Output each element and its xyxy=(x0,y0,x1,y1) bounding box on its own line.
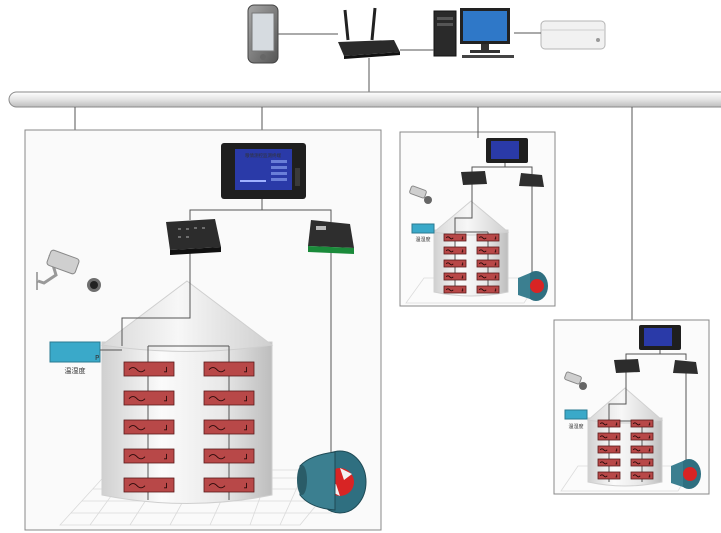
data-collector-module-icon xyxy=(461,171,487,185)
temperature-sensor xyxy=(630,445,654,454)
temperature-sensor xyxy=(597,419,621,428)
display-label: 温湿度 xyxy=(65,366,86,375)
io-control-module-icon xyxy=(308,220,354,254)
display-tag: P xyxy=(95,354,99,362)
data-collector-module-icon xyxy=(166,219,221,255)
display-label: 温湿度 xyxy=(415,236,430,243)
sensor-wave-symbol xyxy=(128,366,167,373)
io-control-module-icon xyxy=(673,360,698,374)
surveillance-camera-icon xyxy=(37,249,101,292)
ventilation-fan-icon xyxy=(297,450,367,514)
sensor-wave-symbol xyxy=(632,474,651,478)
temperature-sensor xyxy=(597,458,621,467)
temperature-sensor xyxy=(476,233,500,242)
temperature-sensor xyxy=(476,246,500,255)
sensor-wave-symbol xyxy=(632,435,651,439)
sensor-wave-symbol xyxy=(632,422,651,426)
io-control-module-icon xyxy=(519,173,544,187)
temperature-sensor xyxy=(443,285,467,294)
surveillance-camera-icon xyxy=(409,185,432,204)
temperature-sensor-grid xyxy=(597,419,654,480)
sensor-wave-symbol xyxy=(208,395,247,402)
temperature-sensor xyxy=(203,419,255,435)
temperature-sensor-grid xyxy=(123,361,255,493)
temperature-sensor xyxy=(630,419,654,428)
sensor-wave-symbol xyxy=(478,275,497,279)
sensor-wave-symbol xyxy=(632,448,651,452)
temperature-sensor xyxy=(123,448,175,464)
temperature-sensor xyxy=(597,432,621,441)
temperature-humidity-display xyxy=(564,409,588,420)
sensor-wave-symbol xyxy=(128,395,167,402)
temperature-sensor xyxy=(597,445,621,454)
temperature-sensor xyxy=(630,471,654,480)
mini-server-icon xyxy=(540,20,606,50)
controller-terminal-icon xyxy=(486,138,528,163)
small-monitoring-unit-1: 温湿度 xyxy=(399,107,556,307)
sensor-wave-symbol xyxy=(445,249,464,253)
controller-terminal-icon: 粮情测控监测终端 xyxy=(221,143,306,199)
temperature-sensor xyxy=(123,477,175,493)
temperature-sensor xyxy=(203,448,255,464)
sensor-wave-symbol xyxy=(128,453,167,460)
silo-roof xyxy=(586,387,664,424)
temperature-sensor xyxy=(443,233,467,242)
ventilation-fan-icon xyxy=(671,459,701,489)
controller-terminal-icon xyxy=(639,325,681,350)
sensor-wave-symbol xyxy=(478,288,497,292)
temperature-sensor xyxy=(123,390,175,406)
temperature-sensor xyxy=(476,259,500,268)
sensor-wave-symbol xyxy=(599,422,618,426)
temperature-sensor xyxy=(123,419,175,435)
sensor-wave-symbol xyxy=(478,249,497,253)
sensor-wave-symbol xyxy=(478,262,497,266)
temperature-sensor xyxy=(203,477,255,493)
temperature-sensor xyxy=(630,432,654,441)
mobile-phone-icon xyxy=(247,4,279,64)
data-collector-module-icon xyxy=(614,359,640,373)
display-label: 温湿度 xyxy=(568,423,583,430)
ventilation-fan-icon xyxy=(518,271,548,301)
sensor-wave-symbol xyxy=(445,262,464,266)
temperature-sensor xyxy=(123,361,175,377)
device-links xyxy=(278,32,541,92)
temperature-sensor xyxy=(630,458,654,467)
sensor-wave-symbol xyxy=(599,461,618,465)
small-monitoring-unit-2: 温湿度 xyxy=(553,319,710,495)
network-bus xyxy=(8,91,721,108)
temperature-sensor xyxy=(203,390,255,406)
silo-roof xyxy=(100,280,274,352)
sensor-wave-symbol xyxy=(599,435,618,439)
sensor-wave-symbol xyxy=(208,424,247,431)
sensor-wave-symbol xyxy=(128,482,167,489)
main-monitoring-unit: 粮情测控监测终端 xyxy=(24,129,382,531)
sensor-wave-symbol xyxy=(208,482,247,489)
temperature-sensor xyxy=(597,471,621,480)
wireless-router-icon xyxy=(338,7,400,59)
sensor-wave-symbol xyxy=(632,461,651,465)
temperature-sensor xyxy=(443,259,467,268)
surveillance-camera-icon xyxy=(564,371,587,390)
sensor-wave-symbol xyxy=(208,366,247,373)
desktop-computer-icon xyxy=(433,8,514,58)
sensor-wave-symbol xyxy=(445,275,464,279)
temperature-humidity-display xyxy=(49,341,101,363)
sensor-wave-symbol xyxy=(445,236,464,240)
sensor-wave-symbol xyxy=(599,474,618,478)
temperature-humidity-display xyxy=(411,223,435,234)
controller-title: 粮情测控监测终端 xyxy=(245,152,281,159)
sensor-wave-symbol xyxy=(128,424,167,431)
temperature-sensor xyxy=(476,272,500,281)
temperature-sensor xyxy=(476,285,500,294)
sensor-wave-symbol xyxy=(445,288,464,292)
temperature-sensor-grid xyxy=(443,233,500,294)
sensor-wave-symbol xyxy=(208,453,247,460)
temperature-sensor xyxy=(443,272,467,281)
temperature-sensor xyxy=(203,361,255,377)
sensor-wave-symbol xyxy=(478,236,497,240)
sensor-wave-symbol xyxy=(599,448,618,452)
temperature-sensor xyxy=(443,246,467,255)
